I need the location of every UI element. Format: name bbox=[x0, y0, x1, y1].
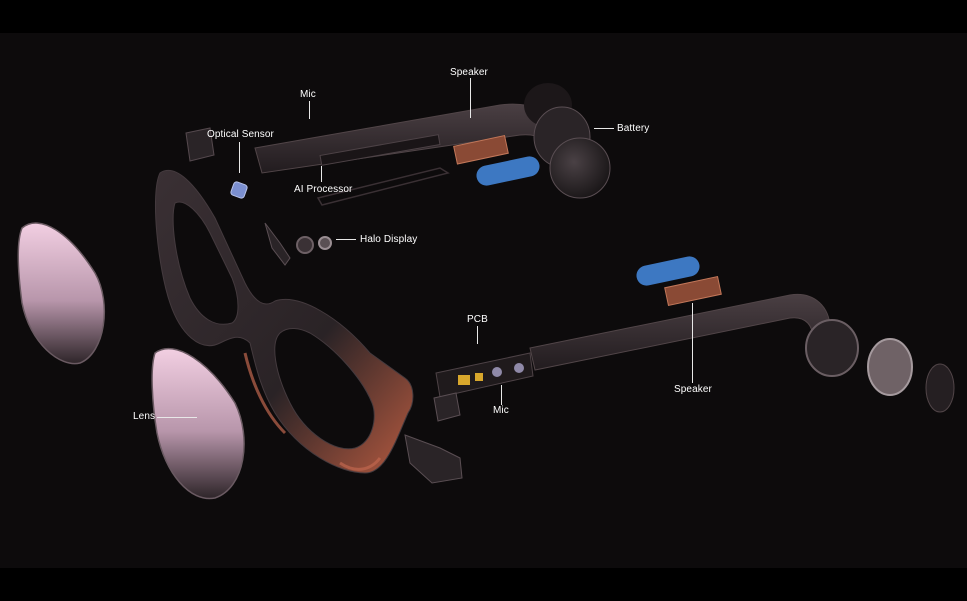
ai-processor-board bbox=[319, 134, 441, 166]
halo-display-ring-2 bbox=[318, 236, 332, 250]
label-speaker-top: Speaker bbox=[450, 67, 488, 78]
bottom-temple-arm bbox=[529, 293, 831, 371]
top-speaker-module bbox=[453, 134, 509, 165]
bottom-speaker-module bbox=[664, 275, 722, 307]
bottom-battery-cap bbox=[925, 363, 955, 413]
label-lens: Lens bbox=[133, 411, 156, 422]
halo-display-ring-1 bbox=[296, 236, 314, 254]
label-ai-processor: AI Processor bbox=[294, 184, 353, 195]
pcb-component-2 bbox=[514, 363, 524, 373]
label-mic-bottom: Mic bbox=[493, 405, 509, 416]
label-pcb: PCB bbox=[467, 314, 488, 325]
halo-display-bracket bbox=[264, 222, 291, 266]
pcb-chip-2 bbox=[475, 373, 483, 381]
label-mic-top: Mic bbox=[300, 89, 316, 100]
leader-battery bbox=[594, 128, 614, 129]
bottom-hinge-ring bbox=[805, 319, 859, 377]
bottom-mic-housing bbox=[433, 392, 461, 422]
top-blue-pad bbox=[476, 156, 540, 186]
battery-cap bbox=[549, 137, 611, 199]
leader-mic-bottom bbox=[501, 385, 502, 405]
leader-lens bbox=[157, 417, 197, 418]
bottom-blue-pad bbox=[636, 256, 700, 286]
lens-right bbox=[151, 347, 245, 500]
leader-speaker-top bbox=[470, 78, 471, 118]
label-battery: Battery bbox=[617, 123, 650, 134]
leader-mic-top bbox=[309, 101, 310, 119]
ai-processor-strip bbox=[316, 167, 450, 206]
leader-ai-processor bbox=[321, 166, 322, 182]
bottom-battery-cell bbox=[867, 338, 913, 396]
optical-sensor-chip bbox=[230, 181, 248, 199]
leader-speaker-bottom bbox=[692, 303, 693, 383]
pcb-chip-1 bbox=[458, 375, 470, 385]
leader-pcb bbox=[477, 326, 478, 344]
label-halo-display: Halo Display bbox=[360, 234, 418, 245]
letterbox-bottom bbox=[0, 568, 967, 601]
label-optical-sensor: Optical Sensor bbox=[207, 129, 274, 140]
front-frame bbox=[154, 169, 414, 474]
exploded-view-stage: Optical Sensor Mic Speaker Battery AI Pr… bbox=[0, 33, 967, 568]
pcb-board bbox=[435, 352, 534, 398]
front-frame-rim-glow-2 bbox=[339, 457, 382, 471]
label-speaker-bottom: Speaker bbox=[674, 384, 712, 395]
leader-halo-display bbox=[336, 239, 356, 240]
optical-sensor-housing bbox=[185, 127, 215, 162]
letterbox-top bbox=[0, 0, 967, 33]
hinge-clip bbox=[404, 434, 463, 484]
pcb-component-1 bbox=[492, 367, 502, 377]
front-frame-rim-glow bbox=[243, 352, 287, 435]
exploded-glasses-illustration bbox=[17, 83, 955, 500]
lens-left bbox=[17, 222, 106, 365]
leader-optical-sensor bbox=[239, 142, 240, 173]
